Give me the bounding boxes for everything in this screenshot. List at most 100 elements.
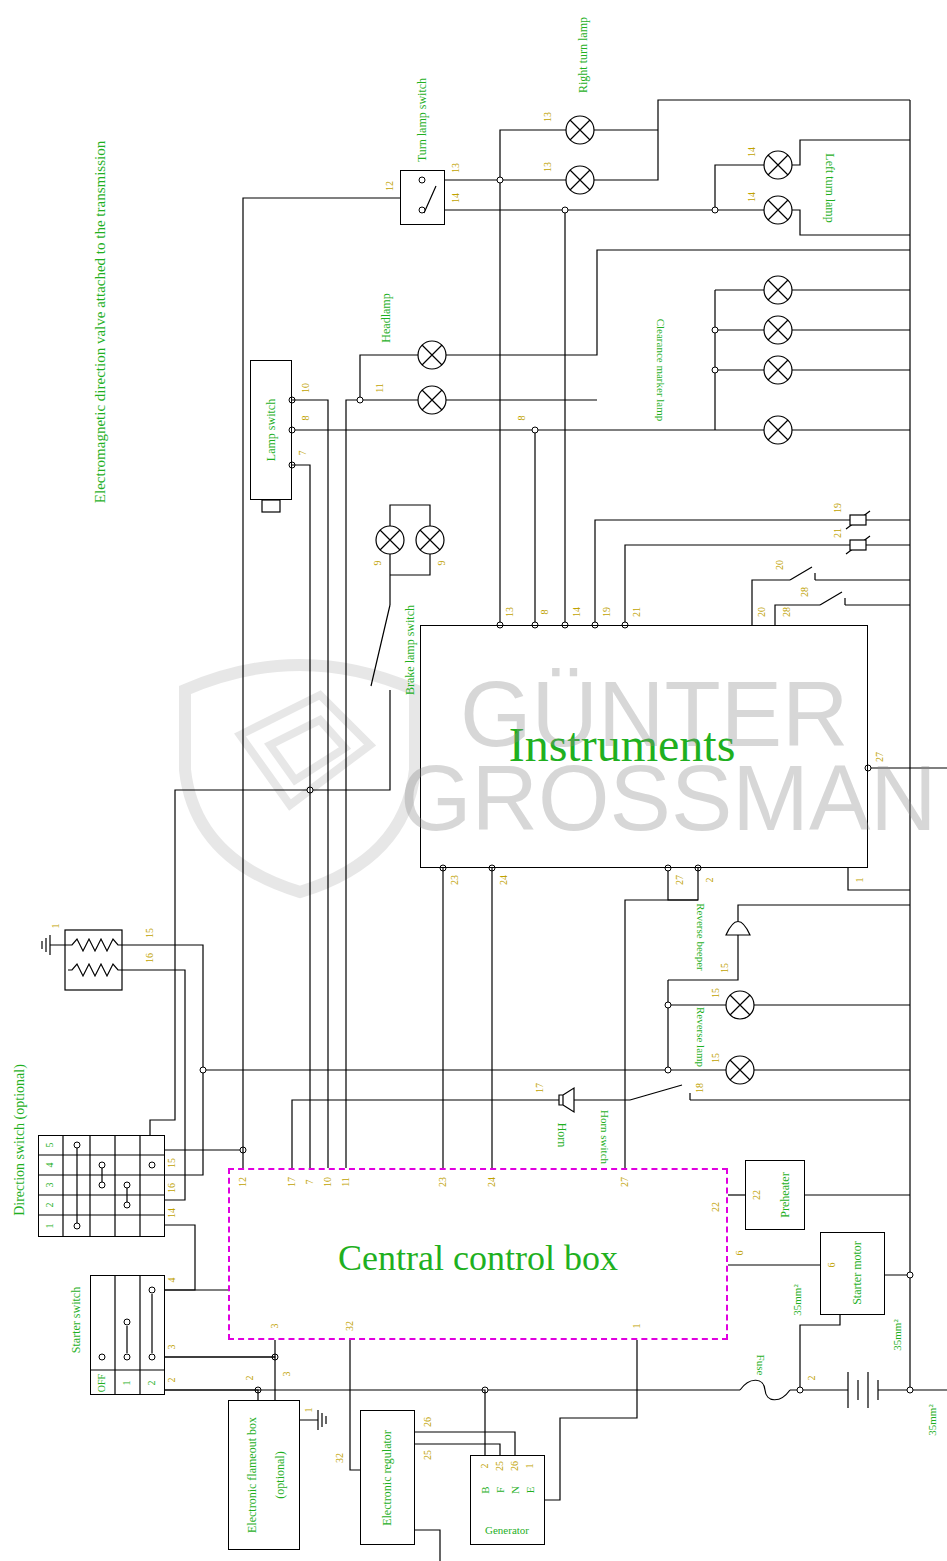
wire-number: 2 xyxy=(167,1378,177,1383)
terminal-label: 2 xyxy=(45,1203,55,1208)
terminal-label: OFF xyxy=(97,1374,107,1392)
wire-number: 25 xyxy=(495,1461,505,1471)
wire-number: 13 xyxy=(451,163,461,173)
switch-handle xyxy=(262,500,280,512)
wire-number: 27 xyxy=(675,875,685,885)
lamp-symbol xyxy=(764,416,792,444)
terminal-dot xyxy=(665,865,671,871)
terminal-dot xyxy=(99,1354,105,1360)
wire xyxy=(165,1357,275,1400)
wire-number: 1 xyxy=(304,1408,314,1413)
wire-number: 3 xyxy=(282,1372,292,1377)
terminal-dot xyxy=(124,1354,130,1360)
junction-dot xyxy=(497,177,503,183)
lamp-symbols xyxy=(376,116,792,1084)
wire-number: 24 xyxy=(499,875,509,885)
junction-dot xyxy=(907,1272,913,1278)
wire-number: 1 xyxy=(51,924,61,929)
wire-number: 4 xyxy=(167,1278,177,1283)
wire-number: 22 xyxy=(711,1202,721,1212)
junction-dot xyxy=(797,1387,803,1393)
wire-number: 16 xyxy=(167,1183,177,1193)
wire-number: 2 xyxy=(245,1376,255,1381)
wire-number: 14 xyxy=(451,193,461,203)
terminal-dot xyxy=(149,1354,155,1360)
terminal-dot xyxy=(124,1202,130,1208)
electronic-regulator: Electronic regulator xyxy=(360,1410,415,1545)
component-label: Left turn lamp xyxy=(824,153,836,222)
junction-dot xyxy=(712,327,718,333)
node-label: Central control box xyxy=(338,1240,618,1276)
wire xyxy=(350,1340,360,1470)
wire xyxy=(491,868,492,1168)
wire-number: 15 xyxy=(167,1158,177,1168)
wire-number: 8 xyxy=(301,416,311,421)
wire-number: 19 xyxy=(833,503,843,513)
watermark: GÜNTER xyxy=(460,668,848,760)
lamp-symbol xyxy=(764,151,792,179)
wire xyxy=(292,400,328,1168)
component-label: Brake lamp switch xyxy=(404,605,416,695)
wire-number: 3 xyxy=(167,1345,177,1350)
wire xyxy=(165,1340,275,1357)
wire-number: 20 xyxy=(775,560,785,570)
wire-number: 13 xyxy=(543,112,553,122)
junction-dot xyxy=(665,1067,671,1073)
node-label: Preheater xyxy=(779,1172,791,1217)
wire-number: 16 xyxy=(145,953,155,963)
wire xyxy=(728,1194,745,1195)
component-label: Right turn lamp xyxy=(577,17,589,93)
node-label: Starter switch xyxy=(70,1287,82,1353)
component-label: Fuse xyxy=(755,1355,766,1376)
node-label: Turn lamp switch xyxy=(416,78,428,162)
lamp-symbol xyxy=(764,276,792,304)
wire-number: 9 xyxy=(373,561,383,566)
wire-number: 8 xyxy=(540,610,550,615)
terminal-dot xyxy=(289,427,295,433)
wire-number: 2 xyxy=(807,1376,817,1381)
wire-number: 15 xyxy=(711,988,721,998)
terminal-label: 4 xyxy=(45,1163,55,1168)
wire xyxy=(50,100,947,1561)
wire xyxy=(442,868,443,1168)
watermark-logo xyxy=(185,665,415,892)
electromagnetic-valve xyxy=(65,930,122,990)
lamp-symbol xyxy=(418,341,446,369)
terminal-dot xyxy=(74,1223,80,1229)
wire-number: 15 xyxy=(711,1053,721,1063)
wire-number: 27 xyxy=(620,1177,630,1187)
terminal-dot xyxy=(99,1182,105,1188)
wire-number: 25 xyxy=(423,1450,433,1460)
terminal-label: 1 xyxy=(45,1224,55,1229)
wire-number: 10 xyxy=(323,1177,333,1187)
central-control-box: Central control box xyxy=(228,1168,728,1340)
wire xyxy=(625,868,698,1168)
wire-number: 6 xyxy=(735,1251,745,1256)
terminal-label: (optional) xyxy=(274,1451,286,1498)
terminal-dot xyxy=(149,1287,155,1293)
turn-lamp-switch: Turn lamp switch xyxy=(400,170,445,225)
node-label: B xyxy=(480,1486,491,1493)
wire-number: 32 xyxy=(335,1453,345,1463)
wire-number: 8 xyxy=(517,416,527,421)
node-label: Electronic regulator xyxy=(381,1430,393,1526)
lamp-symbol xyxy=(726,991,754,1019)
wire-number: 17 xyxy=(287,1177,297,1187)
terminal-dot xyxy=(419,177,425,183)
wire-number: 13 xyxy=(543,162,553,172)
wire-number: 28 xyxy=(800,587,810,597)
lamp-symbol xyxy=(418,386,446,414)
lamp-symbol xyxy=(566,166,594,194)
generator: BFNEGenerator xyxy=(470,1455,545,1545)
lamp-symbol xyxy=(764,316,792,344)
wire-number: 24 xyxy=(487,1177,497,1187)
wire xyxy=(292,465,310,1168)
resistor-symbol xyxy=(850,515,866,525)
component-label: Reverse lamp xyxy=(695,1007,706,1067)
lamp-symbol xyxy=(764,356,792,384)
node-label: Electronic flameout box xyxy=(246,1417,258,1533)
terminal-label: 1 xyxy=(122,1381,132,1386)
component-label: Clearance marker lamp xyxy=(655,319,666,422)
terminal-label: N xyxy=(510,1486,521,1494)
wire-number: 9 xyxy=(437,561,447,566)
